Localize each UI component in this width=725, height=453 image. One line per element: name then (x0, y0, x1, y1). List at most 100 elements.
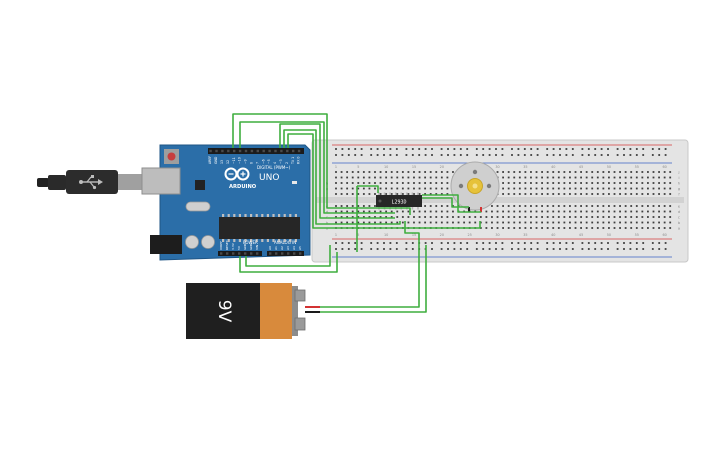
main-row-7-hole[interactable] (446, 216, 449, 218)
main-row-4-hole[interactable] (518, 193, 521, 195)
main-row-4-hole[interactable] (647, 193, 649, 195)
main-row-8-hole[interactable] (362, 221, 365, 224)
main-row-8-hole[interactable] (468, 221, 471, 224)
main-row-8-hole[interactable] (502, 221, 504, 224)
main-row-5-hole[interactable] (647, 205, 649, 207)
main-row-5-hole[interactable] (368, 205, 371, 207)
main-row-6-hole[interactable] (557, 210, 560, 213)
rail-top-a-hole[interactable] (623, 148, 625, 150)
main-row-1-hole[interactable] (641, 176, 644, 179)
main-row-1-hole[interactable] (541, 176, 543, 179)
main-row-8-hole[interactable] (658, 221, 660, 224)
main-row-5-hole[interactable] (452, 205, 454, 207)
main-row-7-hole[interactable] (541, 216, 543, 218)
main-row-2-hole[interactable] (502, 182, 504, 184)
main-row-6-hole[interactable] (413, 210, 415, 213)
rail-bottom-b-hole[interactable] (530, 248, 533, 250)
main-row-9-hole[interactable] (630, 227, 633, 229)
main-row-3-hole[interactable] (335, 187, 337, 190)
rail-top-b-hole[interactable] (466, 154, 469, 156)
digital-pin-socket[interactable] (227, 149, 230, 153)
main-row-5-hole[interactable] (630, 205, 633, 207)
main-row-8-hole[interactable] (663, 221, 666, 224)
main-row-9-hole[interactable] (596, 227, 599, 229)
main-row-9-hole[interactable] (591, 227, 594, 229)
main-row-4-hole[interactable] (513, 193, 516, 195)
main-row-1-hole[interactable] (413, 176, 415, 179)
main-row-8-hole[interactable] (463, 221, 466, 224)
rail-bottom-b-hole[interactable] (623, 248, 625, 250)
main-row-8-hole[interactable] (669, 221, 672, 224)
main-row-2-hole[interactable] (413, 182, 415, 184)
rail-bottom-a-hole[interactable] (395, 242, 398, 244)
main-row-5-hole[interactable] (569, 205, 571, 207)
main-row-9-hole[interactable] (491, 227, 493, 229)
main-row-7-hole[interactable] (390, 216, 393, 218)
main-row-4-hole[interactable] (569, 193, 571, 195)
main-row-3-hole[interactable] (407, 187, 410, 190)
main-row-1-hole[interactable] (552, 176, 555, 179)
main-row-4-hole[interactable] (563, 193, 566, 195)
main-row-9-hole[interactable] (524, 227, 527, 229)
main-row-8-hole[interactable] (619, 221, 621, 224)
main-row-3-hole[interactable] (608, 187, 610, 190)
main-row-7-hole[interactable] (580, 216, 582, 218)
wire-pin-11[interactable] (232, 113, 411, 215)
main-row-8-hole[interactable] (608, 221, 610, 224)
main-row-3-hole[interactable] (563, 187, 566, 190)
main-row-9-hole[interactable] (563, 227, 566, 229)
main-row-3-hole[interactable] (340, 187, 343, 190)
main-row-7-hole[interactable] (518, 216, 521, 218)
main-row-8-hole[interactable] (379, 221, 382, 224)
main-row-2-hole[interactable] (630, 182, 633, 184)
main-row-4-hole[interactable] (407, 193, 410, 195)
power-pin-socket[interactable] (256, 252, 259, 255)
main-row-5-hole[interactable] (619, 205, 621, 207)
main-row-9-hole[interactable] (496, 227, 499, 229)
main-row-3-hole[interactable] (513, 187, 516, 190)
main-row-7-hole[interactable] (613, 216, 616, 218)
main-row-4-hole[interactable] (552, 193, 555, 195)
rail-top-a-hole[interactable] (607, 148, 609, 150)
main-row-3-hole[interactable] (429, 187, 432, 190)
main-row-0-hole[interactable] (452, 171, 454, 173)
main-row-0-hole[interactable] (669, 171, 672, 173)
main-row-3-hole[interactable] (630, 187, 633, 190)
rail-bottom-a-hole[interactable] (459, 242, 462, 244)
main-row-7-hole[interactable] (641, 216, 644, 218)
main-row-2-hole[interactable] (374, 182, 376, 184)
main-row-7-hole[interactable] (340, 216, 343, 218)
main-row-0-hole[interactable] (518, 171, 521, 173)
digital-pin-socket[interactable] (256, 149, 259, 153)
rail-top-b-hole[interactable] (389, 154, 392, 156)
rail-bottom-a-hole[interactable] (488, 242, 491, 244)
wire-pin-9[interactable] (279, 123, 395, 219)
rail-bottom-b-hole[interactable] (370, 248, 373, 250)
main-row-7-hole[interactable] (585, 216, 588, 218)
main-row-4-hole[interactable] (602, 193, 605, 195)
rail-bottom-a-hole[interactable] (466, 242, 469, 244)
main-row-3-hole[interactable] (613, 187, 616, 190)
rail-top-a-hole[interactable] (482, 148, 485, 150)
main-row-8-hole[interactable] (647, 221, 649, 224)
main-row-2-hole[interactable] (379, 182, 382, 184)
main-row-8-hole[interactable] (413, 221, 415, 224)
main-row-0-hole[interactable] (535, 171, 538, 173)
main-row-5-hole[interactable] (663, 205, 666, 207)
main-row-6-hole[interactable] (424, 210, 427, 213)
main-row-6-hole[interactable] (669, 210, 672, 213)
main-row-2-hole[interactable] (407, 182, 410, 184)
main-row-7-hole[interactable] (552, 216, 555, 218)
main-row-0-hole[interactable] (379, 171, 382, 173)
main-row-4-hole[interactable] (557, 193, 560, 195)
analog-pin-socket[interactable] (293, 252, 296, 255)
rail-bottom-a-hole[interactable] (642, 242, 645, 244)
main-row-2-hole[interactable] (552, 182, 555, 184)
rail-top-b-hole[interactable] (664, 154, 667, 156)
main-row-3-hole[interactable] (635, 187, 638, 190)
main-row-8-hole[interactable] (474, 221, 477, 224)
rail-top-b-hole[interactable] (536, 154, 539, 156)
l293d-driver-chip[interactable]: L293D (376, 192, 422, 210)
main-row-6-hole[interactable] (613, 210, 616, 213)
main-row-8-hole[interactable] (435, 221, 438, 224)
